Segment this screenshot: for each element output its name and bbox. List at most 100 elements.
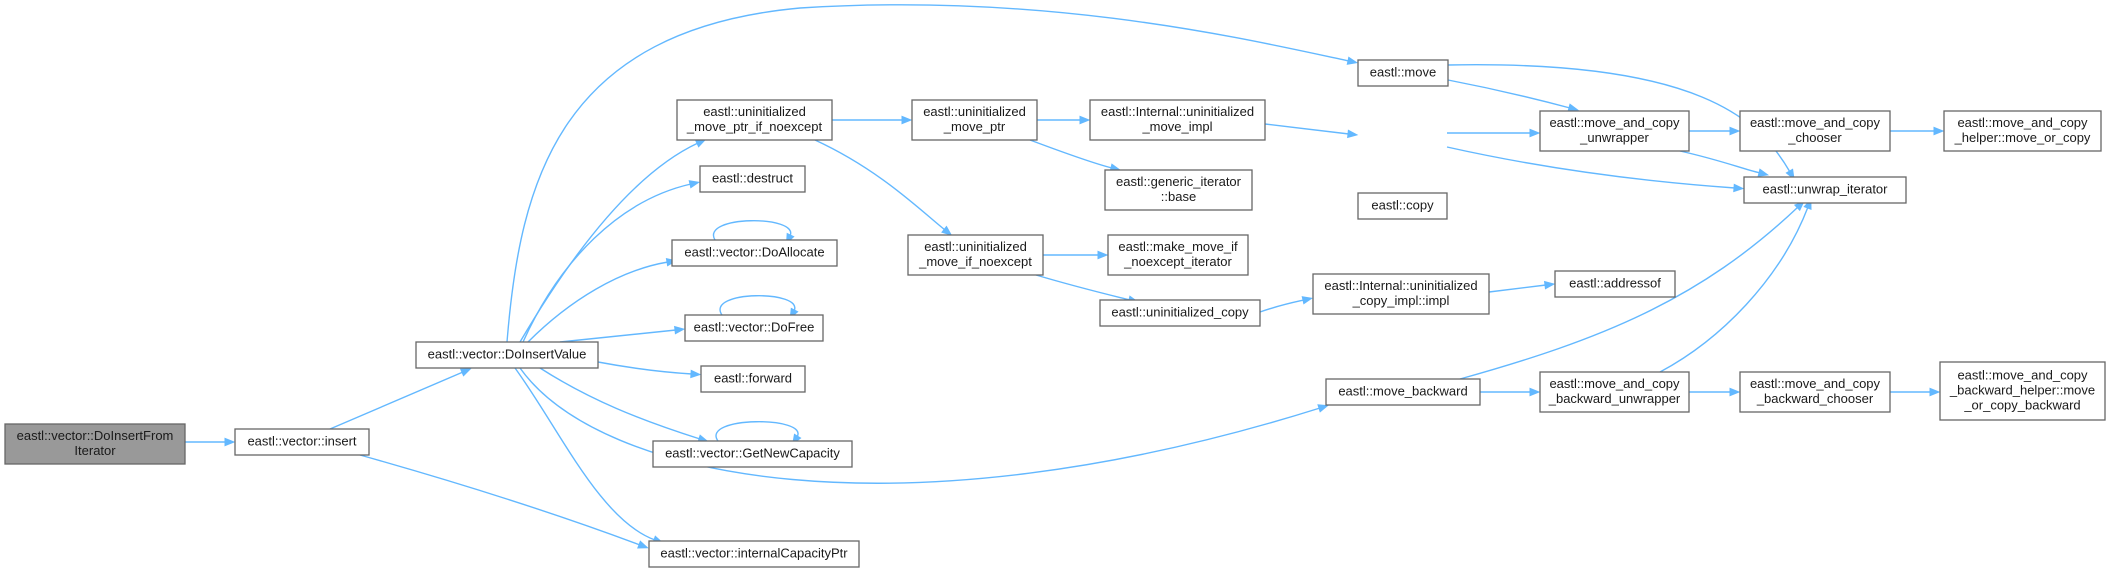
edge-move_and_copy_chooser-to-move_and_copy_helper bbox=[1890, 126, 1945, 136]
node-generic-iterator-base[interactable]: eastl::generic_iterator::base bbox=[1104, 169, 1253, 211]
node-box bbox=[1107, 234, 1249, 276]
node-move-and-copy-backward-chooser[interactable]: eastl::move_and_copy_backward_chooser bbox=[1739, 371, 1891, 413]
node-label-line: eastl::copy bbox=[1371, 197, 1434, 212]
node-label-line: eastl::destruct bbox=[712, 170, 793, 185]
node-label-line: eastl::move_and_copy bbox=[1957, 367, 2088, 382]
node-label-line: _backward_chooser bbox=[1756, 391, 1874, 406]
node-label-line: _unwrapper bbox=[1579, 130, 1649, 145]
edge-doinsertvalue-to-doallocate bbox=[527, 257, 678, 343]
node-move-and-copy-helper[interactable]: eastl::move_and_copy_helper::move_or_cop… bbox=[1943, 110, 2102, 152]
edge-doinsertvalue-to-move_backward bbox=[519, 367, 1329, 484]
edge-uninit_move_ptr_if_noexcept-to-uninit_move_if_noexcept bbox=[814, 139, 953, 236]
edge-move_and_copy_unwrapper-to-unwrap_iterator bbox=[1679, 150, 1770, 177]
edge-uninit_move_if_noexcept-to-uninitialized_copy bbox=[1035, 274, 1140, 304]
node-label-line: eastl::vector::internalCapacityPtr bbox=[660, 545, 848, 560]
node-label-line: eastl::vector::DoAllocate bbox=[684, 244, 824, 259]
node-internal-uninit-move-impl[interactable]: eastl::Internal::uninitialized_move_impl bbox=[1089, 99, 1266, 141]
node-label-line: _backward_unwrapper bbox=[1548, 391, 1681, 406]
node-label-line: eastl::vector::GetNewCapacity bbox=[665, 445, 840, 460]
node-move-backward[interactable]: eastl::move_backward bbox=[1325, 378, 1481, 406]
node-label-line: _noexcept_iterator bbox=[1123, 254, 1232, 269]
node-label-line: _move_if_noexcept bbox=[918, 254, 1032, 269]
edge-doinsertvalue-to-dofree bbox=[559, 325, 686, 343]
node-internal-uninit-copy-impl[interactable]: eastl::Internal::uninitialized_copy_impl… bbox=[1312, 273, 1490, 315]
edge-move_and_copy_backward_chooser-to-move_and_copy_backward_helper bbox=[1890, 387, 1941, 397]
edge-copy-to-unwrap_iterator bbox=[1446, 146, 1745, 193]
edge-uninit_move_ptr-to-internal_uninit_move_impl bbox=[1037, 115, 1091, 125]
edge-doinsertvalue-to-forward bbox=[597, 361, 702, 379]
node-label-line: eastl::uninitialized bbox=[703, 104, 806, 119]
node-copy[interactable]: eastl::copy bbox=[1357, 192, 1448, 220]
node-doinsertvalue[interactable]: eastl::vector::DoInsertValue bbox=[415, 341, 599, 369]
edge-move_and_copy_unwrapper-to-move_and_copy_chooser bbox=[1689, 126, 1741, 136]
node-move-and-copy-backward-unwrapper[interactable]: eastl::move_and_copy_backward_unwrapper bbox=[1539, 371, 1690, 413]
node-label-line: eastl::vector::DoFree bbox=[694, 319, 815, 334]
edge-doinsertvalue-to-getnewcapacity bbox=[539, 367, 709, 443]
nodes-layer: eastl::vector::DoInsertFromIteratoreastl… bbox=[4, 59, 2106, 568]
node-label-line: eastl::vector::insert bbox=[247, 433, 356, 448]
node-box bbox=[1312, 273, 1490, 315]
node-box bbox=[699, 165, 806, 193]
node-uninitialized-copy[interactable]: eastl::uninitialized_copy bbox=[1099, 299, 1261, 327]
node-move[interactable]: eastl::move bbox=[1357, 59, 1449, 87]
node-label-line: eastl::uninitialized_copy bbox=[1111, 304, 1249, 319]
node-unwrap-iterator[interactable]: eastl::unwrap_iterator bbox=[1743, 176, 1907, 204]
node-box bbox=[1089, 99, 1266, 141]
edge-doinsertvalue-to-move bbox=[506, 4, 1359, 343]
node-label-line: eastl::move_backward bbox=[1338, 383, 1467, 398]
node-box bbox=[1743, 176, 1907, 204]
node-label-line: eastl::move_and_copy bbox=[1750, 376, 1881, 391]
edge-move-to-move_and_copy_unwrapper bbox=[1447, 79, 1580, 112]
edges-layer bbox=[185, 4, 1945, 549]
edge-doinsertvalue-to-destruct bbox=[522, 180, 701, 343]
node-box bbox=[1325, 378, 1481, 406]
node-doallocate[interactable]: eastl::vector::DoAllocate bbox=[671, 239, 838, 267]
node-uninit-move-ptr-if-noexcept[interactable]: eastl::uninitialized_move_ptr_if_noexcep… bbox=[676, 99, 833, 141]
node-box bbox=[1739, 371, 1891, 413]
node-box bbox=[1539, 371, 1690, 413]
node-internalcapacityptr[interactable]: eastl::vector::internalCapacityPtr bbox=[648, 540, 860, 568]
node-label-line: eastl::make_move_if bbox=[1118, 239, 1238, 254]
node-insert[interactable]: eastl::vector::insert bbox=[234, 428, 370, 456]
node-box bbox=[1357, 59, 1449, 87]
node-forward[interactable]: eastl::forward bbox=[700, 365, 806, 393]
node-move-and-copy-chooser[interactable]: eastl::move_and_copy_chooser bbox=[1739, 110, 1891, 152]
node-box bbox=[1739, 110, 1891, 152]
edge-copy-to-move_and_copy_unwrapper bbox=[1447, 128, 1541, 138]
node-box bbox=[907, 234, 1044, 276]
node-box bbox=[1939, 361, 2106, 421]
node-make-move-if-noexcept-iterator[interactable]: eastl::make_move_if_noexcept_iterator bbox=[1107, 234, 1249, 276]
node-label-line: _helper::move_or_copy bbox=[1954, 130, 2091, 145]
node-dofree[interactable]: eastl::vector::DoFree bbox=[684, 314, 824, 342]
node-label-line: eastl::uninitialized bbox=[924, 239, 1027, 254]
edge-move_backward-to-move_and_copy_backward_unwrapper bbox=[1480, 387, 1541, 397]
node-box bbox=[648, 540, 860, 568]
node-label-line: _move_impl bbox=[1141, 119, 1212, 134]
edge-move_and_copy_backward_unwrapper-to-move_and_copy_backward_chooser bbox=[1689, 387, 1741, 397]
edge-insert-to-internalcapacityptr bbox=[359, 454, 649, 549]
edge-doinsertvalue-to-internalcapacityptr bbox=[514, 367, 664, 544]
node-label-line: eastl::unwrap_iterator bbox=[1762, 181, 1888, 196]
node-label-line: eastl::vector::DoInsertValue bbox=[428, 346, 587, 361]
node-label-line: ::base bbox=[1161, 189, 1196, 204]
node-box bbox=[684, 314, 824, 342]
node-box bbox=[1539, 110, 1690, 152]
node-label-line: _move_ptr_if_noexcept bbox=[686, 119, 823, 134]
node-label-line: eastl::move bbox=[1370, 64, 1436, 79]
edge-uninit_move_if_noexcept-to-make_move_if_noexcept_iterator bbox=[1043, 250, 1109, 260]
node-label-line: eastl::Internal::uninitialized bbox=[1324, 278, 1477, 293]
node-getnewcapacity[interactable]: eastl::vector::GetNewCapacity bbox=[652, 440, 853, 468]
node-destruct[interactable]: eastl::destruct bbox=[699, 165, 806, 193]
node-addressof[interactable]: eastl::addressof bbox=[1554, 270, 1676, 298]
edge-uninitialized_copy-to-internal_uninit_copy_impl bbox=[1259, 296, 1314, 313]
node-uninit-move-ptr[interactable]: eastl::uninitialized_move_ptr bbox=[911, 99, 1038, 141]
node-box bbox=[911, 99, 1038, 141]
node-label-line: _chooser bbox=[1787, 130, 1842, 145]
node-label-line: eastl::vector::DoInsertFrom bbox=[17, 428, 174, 443]
node-move-and-copy-unwrapper[interactable]: eastl::move_and_copy_unwrapper bbox=[1539, 110, 1690, 152]
node-uninit-move-if-noexcept[interactable]: eastl::uninitialized_move_if_noexcept bbox=[907, 234, 1044, 276]
node-move-and-copy-backward-helper[interactable]: eastl::move_and_copy_backward_helper::mo… bbox=[1939, 361, 2106, 421]
node-label-line: eastl::generic_iterator bbox=[1116, 174, 1242, 189]
